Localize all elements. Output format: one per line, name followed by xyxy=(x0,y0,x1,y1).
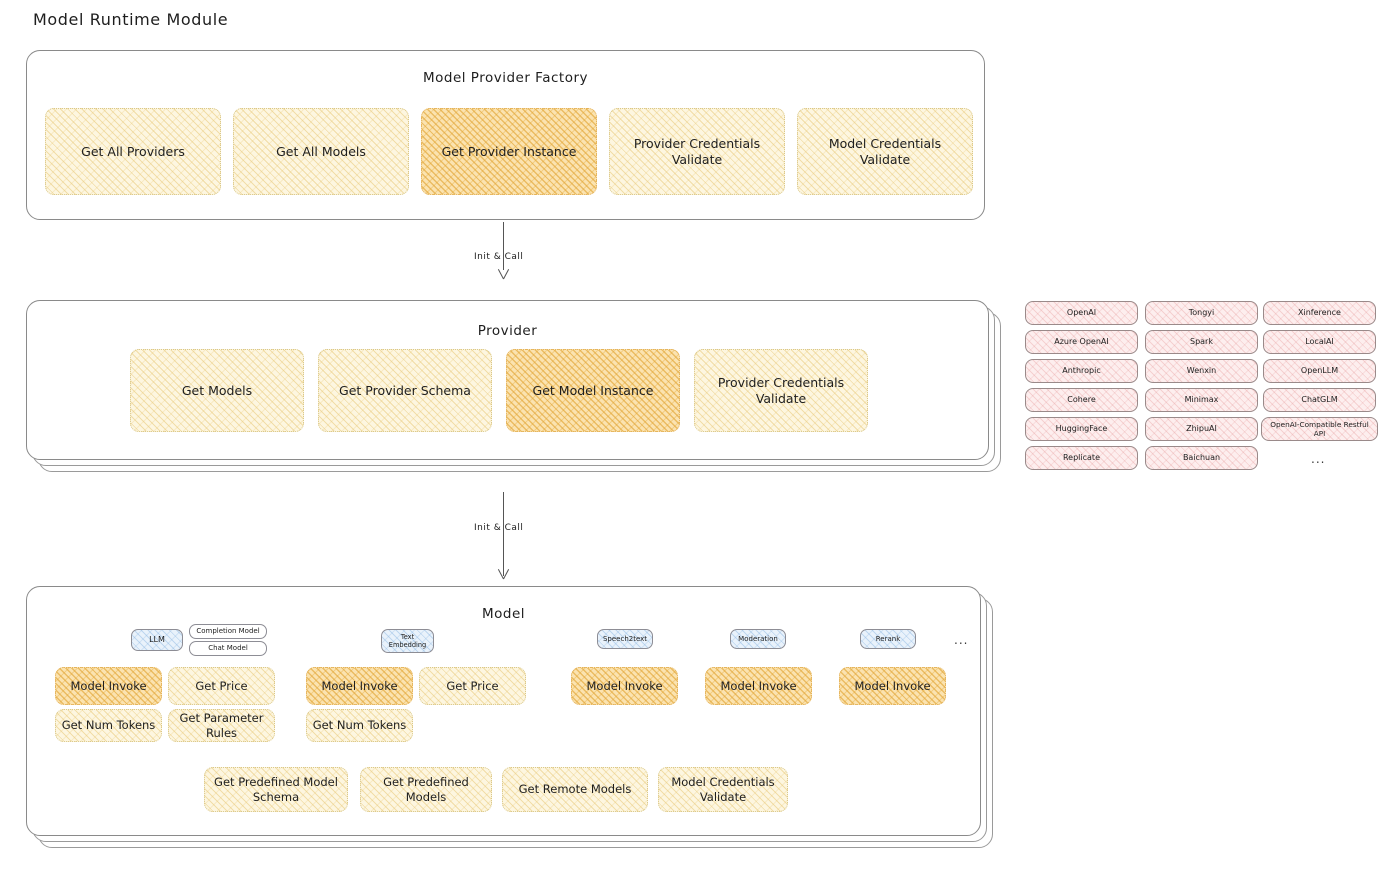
model-common-get-predefined-model-schema[interactable]: Get Predefined Model Schema xyxy=(204,767,348,812)
model-common-model-credentials-validate[interactable]: Model Credentials Validate xyxy=(658,767,788,812)
model-provider-factory-title: Model Provider Factory xyxy=(422,70,588,86)
model-type-badge-rerank[interactable]: Rerank xyxy=(860,629,916,649)
model-type-badge-llm[interactable]: LLM xyxy=(131,629,183,651)
provider-list-item-minimax[interactable]: Minimax xyxy=(1145,388,1258,412)
model-type-badge-moderation[interactable]: Moderation xyxy=(730,629,786,649)
text-embedding-method-get-price[interactable]: Get Price xyxy=(419,667,526,705)
provider-title: Provider xyxy=(477,323,538,339)
provider-method-get-models[interactable]: Get Models xyxy=(130,349,304,432)
provider-list-item-azure-openai[interactable]: Azure OpenAI xyxy=(1025,330,1138,354)
arrow-provider-to-model-label: Init & Call xyxy=(474,523,524,533)
page-title: Model Runtime Module xyxy=(33,10,229,29)
provider-list-item-spark[interactable]: Spark xyxy=(1145,330,1258,354)
rerank-method-model-invoke[interactable]: Model Invoke xyxy=(839,667,946,705)
provider-method-get-model-instance[interactable]: Get Model Instance xyxy=(506,349,680,432)
provider-list-item-openai-compatible-restful-api[interactable]: OpenAI-Compatible Restful API xyxy=(1261,417,1378,441)
model-subtype-badge-chat-model[interactable]: Chat Model xyxy=(189,641,267,656)
llm-method-model-invoke[interactable]: Model Invoke xyxy=(55,667,162,705)
speech2text-method-model-invoke[interactable]: Model Invoke xyxy=(571,667,678,705)
factory-method-get-all-providers[interactable]: Get All Providers xyxy=(45,108,221,195)
provider-list-item-cohere[interactable]: Cohere xyxy=(1025,388,1138,412)
model-types-more: ... xyxy=(954,633,969,647)
factory-method-get-all-models[interactable]: Get All Models xyxy=(233,108,409,195)
provider-list-item-huggingface[interactable]: HuggingFace xyxy=(1025,417,1138,441)
arrow-factory-to-provider-head xyxy=(498,268,509,279)
arrow-provider-to-model-line-lower xyxy=(503,538,504,576)
provider-list-item-anthropic[interactable]: Anthropic xyxy=(1025,359,1138,383)
factory-method-model-credentials-validate[interactable]: Model Credentials Validate xyxy=(797,108,973,195)
model-card: Model LLM Completion Model Chat Model Mo… xyxy=(26,586,981,836)
provider-list-item-openai[interactable]: OpenAI xyxy=(1025,301,1138,325)
arrow-provider-to-model-line xyxy=(503,492,504,544)
provider-method-provider-credentials-validate[interactable]: Provider Credentials Validate xyxy=(694,349,868,432)
llm-method-get-price[interactable]: Get Price xyxy=(168,667,275,705)
moderation-method-model-invoke[interactable]: Model Invoke xyxy=(705,667,812,705)
arrow-factory-to-provider-line xyxy=(503,222,504,270)
model-common-get-remote-models[interactable]: Get Remote Models xyxy=(502,767,648,812)
provider-list-item-localai[interactable]: LocalAI xyxy=(1263,330,1376,354)
provider-list-item-zhipuai[interactable]: ZhipuAI xyxy=(1145,417,1258,441)
provider-list-item-baichuan[interactable]: Baichuan xyxy=(1145,446,1258,470)
provider-list-more: ... xyxy=(1311,452,1326,466)
model-common-get-predefined-models[interactable]: Get Predefined Models xyxy=(360,767,492,812)
factory-method-get-provider-instance[interactable]: Get Provider Instance xyxy=(421,108,597,195)
provider-list-item-openllm[interactable]: OpenLLM xyxy=(1263,359,1376,383)
model-subtype-badge-completion-model[interactable]: Completion Model xyxy=(189,624,267,639)
provider-card: Provider Get Models Get Provider Schema … xyxy=(26,300,989,460)
provider-list-item-wenxin[interactable]: Wenxin xyxy=(1145,359,1258,383)
text-embedding-method-model-invoke[interactable]: Model Invoke xyxy=(306,667,413,705)
llm-method-get-parameter-rules[interactable]: Get Parameter Rules xyxy=(168,709,275,742)
model-provider-factory-card: Model Provider Factory Get All Providers… xyxy=(26,50,985,220)
text-embedding-method-get-num-tokens[interactable]: Get Num Tokens xyxy=(306,709,413,742)
model-title: Model xyxy=(481,606,526,622)
model-type-badge-speech2text[interactable]: Speech2text xyxy=(597,629,653,649)
llm-method-get-num-tokens[interactable]: Get Num Tokens xyxy=(55,709,162,742)
provider-list-item-replicate[interactable]: Replicate xyxy=(1025,446,1138,470)
provider-method-get-provider-schema[interactable]: Get Provider Schema xyxy=(318,349,492,432)
provider-list-item-tongyi[interactable]: Tongyi xyxy=(1145,301,1258,325)
arrow-factory-to-provider-label: Init & Call xyxy=(474,252,524,262)
model-type-badge-text-embedding[interactable]: Text Embedding xyxy=(381,629,434,653)
provider-list-item-xinference[interactable]: Xinference xyxy=(1263,301,1376,325)
provider-list-item-chatglm[interactable]: ChatGLM xyxy=(1263,388,1376,412)
factory-method-provider-credentials-validate[interactable]: Provider Credentials Validate xyxy=(609,108,785,195)
